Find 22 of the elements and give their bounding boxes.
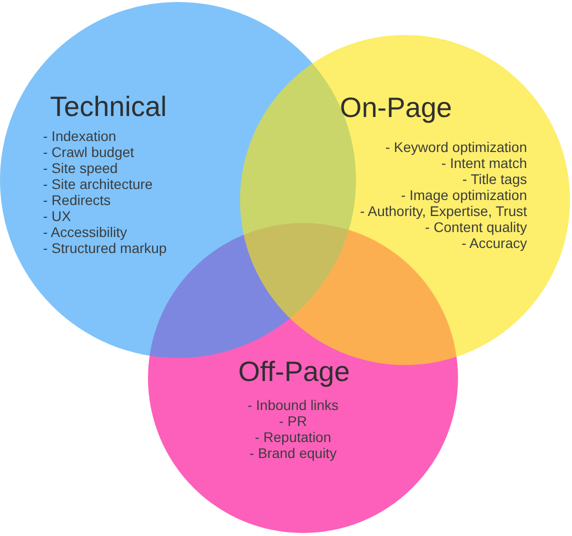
- list-item: - UX: [43, 208, 71, 224]
- list-item: - Accuracy: [462, 235, 527, 251]
- list-item: - Brand equity: [249, 445, 337, 461]
- list-item: - Intent match: [441, 155, 527, 171]
- category-title: On-Page: [340, 94, 452, 122]
- list-item: - PR: [279, 413, 307, 429]
- list-item: - Title tags: [462, 171, 527, 187]
- list-item: - Structured markup: [43, 240, 167, 256]
- list-item: - Crawl budget: [43, 144, 134, 160]
- list-item: - Site speed: [43, 160, 118, 176]
- list-item: - Accessibility: [43, 224, 128, 240]
- list-item: - Indexation: [43, 128, 116, 144]
- list-item: - Site architecture: [43, 176, 153, 192]
- list-item: - Keyword optimization: [385, 139, 527, 155]
- list-item: - Redirects: [43, 192, 111, 208]
- list-item: - Authority, Expertise, Trust: [360, 203, 527, 219]
- category-title: Technical: [50, 93, 167, 121]
- list-item: - Image optimization: [400, 187, 527, 203]
- list-item: - Inbound links: [247, 397, 339, 413]
- list-item: - Content quality: [425, 219, 527, 235]
- list-item: - Reputation: [254, 429, 332, 445]
- category-title: Off-Page: [238, 358, 350, 386]
